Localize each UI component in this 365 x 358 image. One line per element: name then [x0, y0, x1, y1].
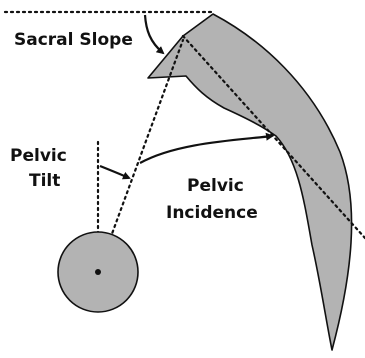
sacral-slope-arrow	[145, 15, 163, 53]
pelvic-tilt-label-line2: Tilt	[29, 171, 60, 191]
sacrum-shape	[148, 14, 352, 350]
sacral-slope-label: Sacral Slope	[14, 30, 133, 50]
pelvic-tilt-arrow	[100, 166, 129, 178]
pelvic-incidence-label-line1: Pelvic	[187, 176, 244, 196]
pelvic-incidence-label-line2: Incidence	[166, 203, 258, 223]
pelvic-tilt-label-line1: Pelvic	[10, 146, 67, 166]
pelvic-incidence-arrow	[140, 136, 272, 163]
femoral-head-center	[95, 269, 101, 275]
